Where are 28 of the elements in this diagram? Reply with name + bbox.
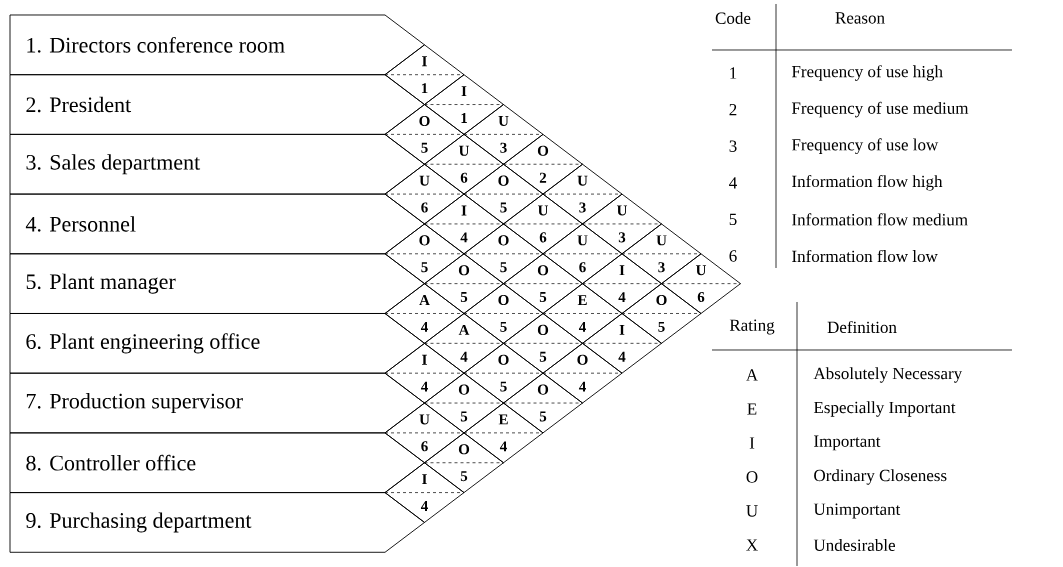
definition-label: Undesirable bbox=[813, 539, 895, 551]
code-number: 5 bbox=[729, 213, 737, 226]
reason-label: Information flow high bbox=[792, 174, 943, 191]
code-number: 4 bbox=[729, 177, 737, 189]
column-header: Reason bbox=[835, 12, 885, 24]
rating-letter: E bbox=[747, 403, 757, 415]
rating-letter: X bbox=[746, 539, 758, 551]
reason-label: Frequency of use medium bbox=[791, 101, 969, 118]
rating-letter: U bbox=[746, 505, 758, 517]
rating-letter: O bbox=[746, 471, 758, 483]
code-number: 6 bbox=[729, 250, 737, 262]
definition-label: Important bbox=[814, 435, 881, 451]
definition-label: Absolutely Necessary bbox=[813, 367, 963, 383]
reason-label: Information flow low bbox=[792, 249, 938, 263]
rating-letter: A bbox=[746, 369, 758, 381]
definition-label: Ordinary Closeness bbox=[814, 469, 947, 485]
definition-label: Unimportant bbox=[813, 503, 901, 519]
code-number: 1 bbox=[730, 67, 737, 79]
reason-label: Frequency of use high bbox=[791, 65, 943, 81]
definition-label: Especially Important bbox=[813, 401, 956, 417]
column-header: Definition bbox=[827, 320, 897, 334]
column-header: Rating bbox=[729, 319, 775, 335]
code-number: 2 bbox=[729, 103, 737, 116]
rating-letter: I bbox=[749, 437, 755, 449]
column-header: Code bbox=[715, 12, 751, 24]
code-number: 3 bbox=[729, 140, 737, 152]
reason-label: Information flow medium bbox=[792, 213, 968, 226]
reason-label: Frequency of use low bbox=[791, 138, 939, 154]
